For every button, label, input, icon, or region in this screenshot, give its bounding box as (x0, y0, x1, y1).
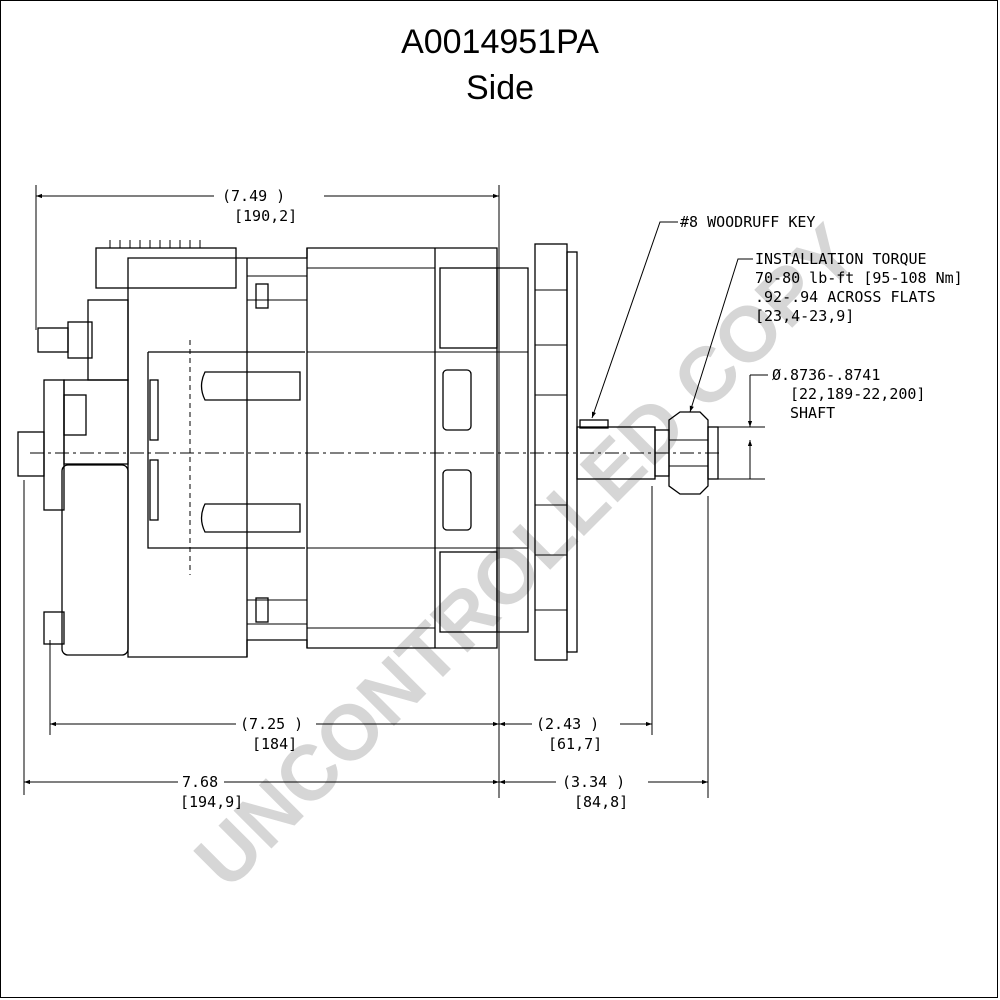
dim-shaft-extension-mm: [61,7] (548, 735, 602, 753)
woodruff-key-label: #8 WOODRUFF KEY (680, 213, 815, 231)
shaft-diameter-line-1: Ø.8736-.8741 (772, 366, 880, 384)
shaft-diameter-line-2: [22,189-22,200] (790, 385, 925, 403)
dimension-overall-bottom: 7.68 [194,9] (23, 480, 499, 811)
torque-line-2: 70-80 lb-ft [95-108 Nm] (755, 269, 963, 287)
part-number-title: A0014951PA (401, 23, 599, 61)
alternator-outline (17, 240, 529, 658)
dim-overall-bottom-inch: 7.68 (182, 773, 218, 791)
view-subtitle: Side (465, 69, 535, 107)
torque-line-3: .92-.94 ACROSS FLATS (755, 288, 936, 306)
dim-shaft-total-mm: [84,8] (574, 793, 628, 811)
dimension-shaft-extension: (2.43 ) [61,7] (499, 486, 653, 753)
dimension-shaft-diameter (718, 374, 768, 480)
dim-overall-top-mm: [190,2] (234, 207, 297, 225)
dim-body-length-inch: (7.25 ) (240, 715, 303, 733)
dimension-shaft-total: (3.34 ) [84,8] (499, 496, 709, 811)
installation-torque-callout: INSTALLATION TORQUE 70-80 lb-ft [95-108 … (689, 250, 963, 413)
torque-line-1: INSTALLATION TORQUE (755, 250, 927, 268)
shaft-diameter-line-3: SHAFT (790, 404, 835, 422)
dim-body-length-mm: [184] (252, 735, 297, 753)
dim-overall-top-inch: (7.49 ) (222, 187, 285, 205)
dimension-overall-top: (7.49 ) [190,2] (35, 185, 500, 798)
dim-shaft-extension-inch: (2.43 ) (536, 715, 599, 733)
woodruff-key-callout: #8 WOODRUFF KEY (591, 213, 815, 419)
dimension-body-length: (7.25 ) [184] (49, 640, 499, 753)
torque-line-4: [23,4-23,9] (755, 307, 854, 325)
dim-shaft-total-inch: (3.34 ) (562, 773, 625, 791)
dim-overall-bottom-mm: [194,9] (180, 793, 243, 811)
shaft-diameter-callout: Ø.8736-.8741 [22,189-22,200] SHAFT (772, 366, 925, 422)
